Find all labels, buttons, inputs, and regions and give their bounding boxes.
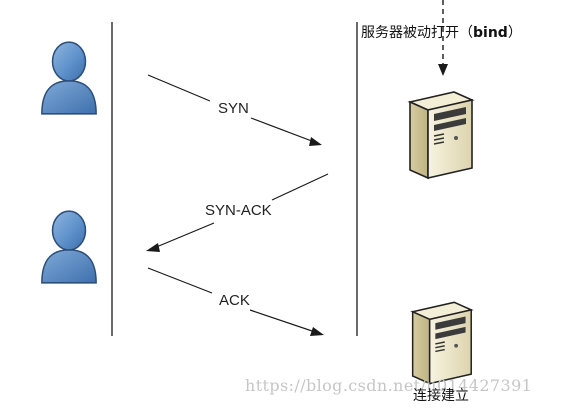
server-icon-top <box>409 91 473 179</box>
syn-label: SYN <box>218 100 249 117</box>
syn-ack-arrow-a <box>271 173 329 201</box>
ack-arrowhead <box>310 327 324 336</box>
bind-keyword: bind <box>473 25 508 41</box>
client-user-icon-top <box>41 41 97 115</box>
syn-arrow-b <box>250 117 318 144</box>
syn-ack-label: SYN-ACK <box>205 202 272 219</box>
watermark: https://blog.csdn.net/u014427391 <box>245 376 533 395</box>
syn-ack-arrow-b <box>153 222 215 249</box>
connection-established-label: 连接建立 <box>413 388 469 404</box>
ack-label: ACK <box>219 292 250 309</box>
ack-arrow-a <box>147 267 213 294</box>
ack-arrow-b <box>249 309 319 334</box>
server-passive-open-label: 服务器被动打开（bind） <box>361 25 522 41</box>
client-user-icon-bottom <box>41 210 97 284</box>
passive-open-arrowhead <box>438 64 448 76</box>
syn-arrowhead <box>309 137 322 146</box>
server-icon-bottom <box>411 301 472 385</box>
syn-ack-arrowhead <box>146 243 160 252</box>
syn-arrow-a <box>147 74 211 102</box>
